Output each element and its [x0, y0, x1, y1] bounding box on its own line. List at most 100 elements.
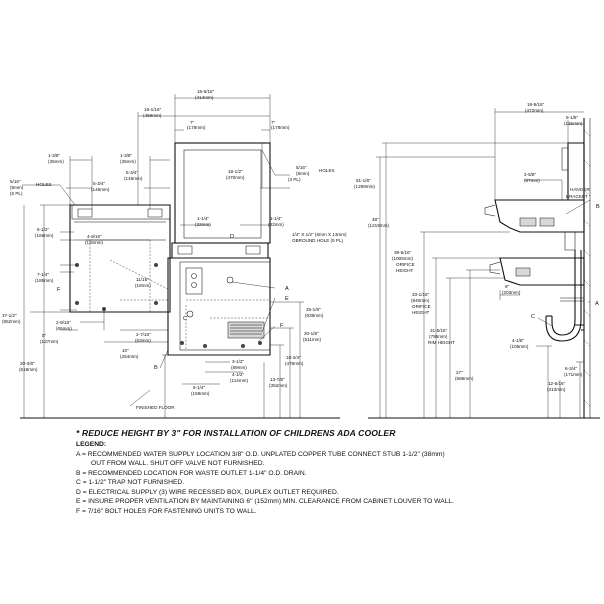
dim-label: 2-7/16": [136, 332, 151, 337]
dim-label: (476mm): [285, 361, 304, 366]
legend-item-a-continued: OUT FROM WALL. SHUT OFF VALVE NOT FURNIS…: [91, 460, 265, 467]
callout-a-side: A: [595, 301, 599, 307]
dim-label: (165mm): [35, 233, 54, 238]
dim-label: 11/16": [136, 277, 149, 282]
dim-label: (114mm): [230, 378, 249, 383]
waste-outlet: [186, 310, 194, 318]
dim-label: (8mm): [10, 185, 24, 190]
dim-label: (127mm): [40, 339, 59, 344]
left-cooler-body: [69, 204, 171, 313]
lower-cooler-profile: [499, 257, 585, 286]
dim-label: 1-3/8": [120, 153, 132, 158]
hanger-label: HANGER: [570, 187, 590, 192]
orifice-label-2: HEIGHT: [396, 268, 414, 273]
dim-label: 5": [42, 333, 47, 338]
dim-label: 48": [372, 217, 379, 222]
callout-c: C: [183, 316, 187, 322]
dim-label: 6-3/4": [565, 366, 577, 371]
dim-label: (105mm): [510, 344, 529, 349]
dim-label: (32mm): [268, 222, 284, 227]
right-cooler-body: [167, 257, 271, 356]
dim-label: 31-5/16": [430, 328, 448, 333]
dim-label: 18-1/16": [144, 107, 162, 112]
callout-f-right: F: [280, 323, 284, 329]
callout-d: D: [230, 234, 234, 240]
dim-label: (1219mm): [368, 223, 389, 228]
dim-label: (952mm): [2, 319, 21, 324]
holes-label-left: HOLES: [36, 182, 52, 187]
dim-label: 1-1/4": [270, 216, 282, 221]
callout-e: E: [285, 296, 289, 302]
legend-item-e: E = INSURE PROPER VENTILATION BY MAINTAI…: [76, 498, 454, 505]
dim-label: 5/16": [10, 179, 21, 184]
dim-label: 6-1/4": [193, 385, 205, 390]
dim-label: 1-1/4": [197, 216, 209, 221]
dim-label: (472mm): [525, 108, 544, 113]
dim-label: (116mm): [85, 240, 104, 245]
dim-label: (1298mm): [354, 184, 375, 189]
dim-label: 7": [190, 120, 195, 125]
bracket-label: BRACKET: [566, 194, 588, 199]
dim-label: 5-1/8": [566, 115, 578, 120]
water-supply-stub: [226, 276, 234, 284]
dim-label: (795mm): [429, 334, 448, 339]
dim-label: 5-3/4": [93, 181, 105, 186]
dim-label: (178mm): [187, 125, 206, 130]
supply-stub: [560, 297, 584, 302]
dim-label: 8": [505, 284, 510, 289]
callout-a: A: [285, 286, 289, 292]
dim-label: 6-1/2": [37, 227, 49, 232]
dim-label: (35mm): [48, 159, 64, 164]
holes-label-right: HOLES: [319, 168, 335, 173]
orifice-label-1: ORIFICE: [396, 262, 415, 267]
side-view-labels: 18-9/16" (472mm) 5-1/8" (131mm) 51-1/8" …: [354, 102, 600, 392]
wall-plate: [179, 261, 271, 351]
callout-b: B: [154, 365, 158, 371]
dim-label: 20-3/8": [20, 361, 35, 366]
legend-item-c: C = 1-1/2" TRAP NOT FURNISHED.: [76, 479, 185, 486]
dim-label: (18mm): [135, 283, 151, 288]
dim-label: (518mm): [19, 367, 38, 372]
dim-label: (414mm): [195, 95, 214, 100]
dim-label: 7-1/4": [37, 272, 49, 277]
front-view-labels: 16-5/16" (414mm) 18-1/16" (459mm) 7" (17…: [2, 89, 347, 410]
installation-drawing: 16-5/16" (414mm) 18-1/16" (459mm) 7" (17…: [2, 89, 600, 419]
dim-label: (65mm): [56, 326, 72, 331]
dim-label: (63mm): [135, 338, 151, 343]
dim-label: 2-5/8": [524, 172, 536, 177]
rim-height-label: RIM HEIGHT: [428, 340, 455, 345]
dim-label: 4-1/2": [232, 372, 244, 377]
dim-label: 5-3/4": [126, 170, 138, 175]
dim-label: 37-1/2": [2, 313, 17, 318]
orifice-label-3: ORIFICE: [412, 304, 431, 309]
dim-label: (352mm): [269, 383, 288, 388]
dim-label: 27": [456, 370, 463, 375]
orifice-label-4: HEIGHT: [412, 310, 430, 315]
finished-floor-label: FINISHED FLOOR: [136, 405, 175, 410]
upper-cooler-profile: [494, 199, 585, 233]
dim-label: 39-5/16": [394, 250, 412, 255]
dim-label: (686mm): [455, 376, 474, 381]
dim-label: 13-7/8": [270, 377, 285, 382]
callout-b-side: B: [596, 204, 600, 210]
dim-label: 10": [122, 348, 129, 353]
pl-label-right: (3 PL): [288, 177, 301, 182]
dim-label: (1005mm): [392, 256, 413, 261]
dim-label: (185mm): [35, 278, 54, 283]
dim-label: (171mm): [564, 372, 583, 377]
dim-label: 16-5/16": [197, 89, 215, 94]
p-trap: [551, 250, 576, 336]
dim-label: 25-1/8": [306, 307, 321, 312]
side-view: [368, 108, 600, 419]
callout-f-left: F: [57, 287, 61, 293]
dim-label: (470mm): [226, 175, 245, 180]
pl-label-left: (5 PL): [10, 191, 23, 196]
electrical-box: [185, 267, 203, 295]
dim-label: (146mm): [91, 187, 110, 192]
filler-alcove: [183, 149, 262, 239]
legend-item-a: A = RECOMMENDED WATER SUPPLY LOCATION 3/…: [76, 450, 445, 458]
dim-label: (313mm): [547, 387, 566, 392]
front-view: [20, 94, 340, 419]
dim-label: (67mm): [524, 178, 540, 183]
footnote: * REDUCE HEIGHT BY 3" FOR INSTALLATION O…: [76, 428, 396, 438]
